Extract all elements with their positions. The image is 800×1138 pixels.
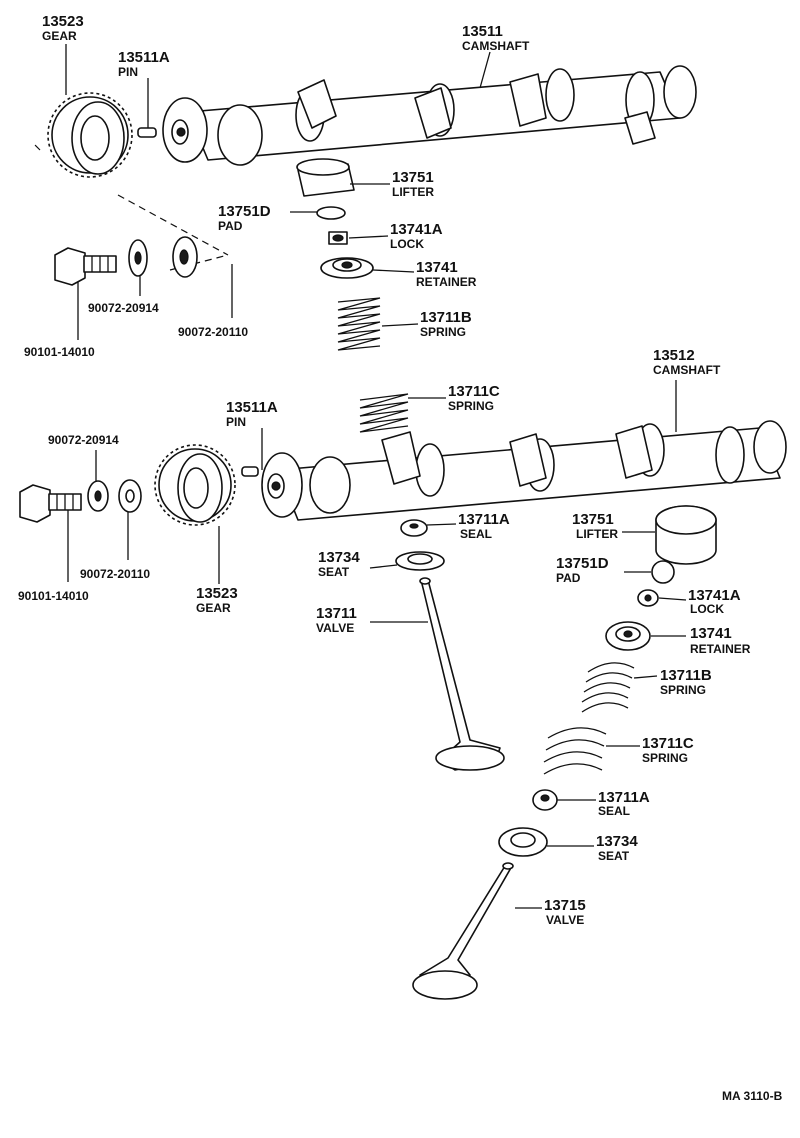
upper-spring-c xyxy=(359,393,409,433)
bolt-top-number: 90101-14010 xyxy=(24,345,95,359)
exhaust-seal xyxy=(532,789,558,811)
upper-lifter xyxy=(296,158,355,197)
upper-washer-thin xyxy=(128,239,148,277)
seal-top-name: SEAL xyxy=(460,527,492,541)
camshaft-bottom-name: CAMSHAFT xyxy=(653,363,721,377)
lower-lock xyxy=(637,589,659,607)
spring-b-bottom-number: 13711B xyxy=(660,667,712,684)
drawing-code: MA 3110-B xyxy=(722,1089,783,1103)
lower-gear xyxy=(154,444,236,526)
lifter-top-number: 13751 xyxy=(392,169,434,186)
spring-c-bottom-name: SPRING xyxy=(642,751,688,765)
washer-a-top-number: 90072-20914 xyxy=(88,301,159,315)
upper-washer-thick xyxy=(172,236,198,278)
intake-seal xyxy=(400,519,428,537)
gear-bottom-number: 13523 xyxy=(196,585,238,602)
gear-bottom-name: GEAR xyxy=(196,601,231,615)
lower-bolt xyxy=(19,484,82,523)
upper-pad xyxy=(316,206,346,220)
exhaust-seat xyxy=(498,827,548,857)
washer-a-bottom-number: 90072-20914 xyxy=(48,433,119,447)
lower-washer-thick xyxy=(118,479,142,513)
upper-spring-b xyxy=(337,297,381,351)
upper-gear xyxy=(47,92,133,178)
spring-b-top-number: 13711B xyxy=(420,309,472,326)
lower-pin xyxy=(241,466,259,477)
camshaft-top-number: 13511 xyxy=(462,23,503,40)
gear-top-number: 13523 xyxy=(42,13,84,30)
lock-bottom-name: LOCK xyxy=(690,602,724,616)
intake-seat xyxy=(395,551,445,571)
valve-intake-name: VALVE xyxy=(316,621,354,635)
pin-bottom-number: 13511A xyxy=(226,399,278,416)
bolt-bottom-number: 90101-14010 xyxy=(18,589,89,603)
lower-washer-thin xyxy=(87,480,109,512)
lifter-bottom-name: LIFTER xyxy=(576,527,618,541)
lock-bottom-number: 13741A xyxy=(688,587,741,604)
lower-spring-b xyxy=(581,662,635,713)
pin-top-number: 13511A xyxy=(118,49,170,66)
seat-top-number: 13734 xyxy=(318,549,360,566)
lower-pad xyxy=(651,560,675,584)
retainer-bottom-number: 13741 xyxy=(690,625,732,642)
lower-retainer xyxy=(605,621,651,651)
upper-bolt xyxy=(54,247,117,286)
lifter-bottom-number: 13751 xyxy=(572,511,614,528)
valve-intake-number: 13711 xyxy=(316,605,357,622)
pin-bottom-name: PIN xyxy=(226,415,246,429)
camshaft-bottom-number: 13512 xyxy=(653,347,695,364)
intake-valve xyxy=(419,577,505,771)
lower-spring-c xyxy=(543,727,607,775)
lifter-top-name: LIFTER xyxy=(392,185,434,199)
spring-c-bottom-number: 13711C xyxy=(642,735,694,752)
callout-labels: 13523 GEAR 13511A PIN 13511 CAMSHAFT 137… xyxy=(18,13,783,1103)
retainer-bottom-name: RETAINER xyxy=(690,642,751,656)
retainer-top-name: RETAINER xyxy=(416,275,477,289)
seal-bottom-name: SEAL xyxy=(598,804,630,818)
gear-top-name: GEAR xyxy=(42,29,77,43)
valve-exhaust-name: VALVE xyxy=(546,913,584,927)
spring-c-top-number: 13711C xyxy=(448,383,500,400)
lock-top-name: LOCK xyxy=(390,237,424,251)
lock-top-number: 13741A xyxy=(390,221,443,238)
pin-top-name: PIN xyxy=(118,65,138,79)
retainer-top-number: 13741 xyxy=(416,259,458,276)
seat-top-name: SEAT xyxy=(318,565,350,579)
spring-c-top-name: SPRING xyxy=(448,399,494,413)
pad-top-name: PAD xyxy=(218,219,243,233)
upper-retainer xyxy=(320,257,374,279)
upper-pin xyxy=(137,127,157,138)
seat-bottom-name: SEAT xyxy=(598,849,630,863)
pad-top-number: 13751D xyxy=(218,203,271,220)
spring-b-bottom-name: SPRING xyxy=(660,683,706,697)
pad-bottom-number: 13751D xyxy=(556,555,609,572)
lower-camshaft xyxy=(261,420,787,521)
washer-b-bottom-number: 90072-20110 xyxy=(80,567,150,581)
washer-b-top-number: 90072-20110 xyxy=(178,325,248,339)
camshaft-top-name: CAMSHAFT xyxy=(462,39,530,53)
leader-lines xyxy=(65,44,687,909)
lower-lifter xyxy=(655,505,717,565)
upper-camshaft xyxy=(162,65,697,166)
seal-top-number: 13711A xyxy=(458,511,510,528)
valve-exhaust-number: 13715 xyxy=(544,897,586,914)
upper-lock xyxy=(328,231,348,245)
pad-bottom-name: PAD xyxy=(556,571,581,585)
spring-b-top-name: SPRING xyxy=(420,325,466,339)
seat-bottom-number: 13734 xyxy=(596,833,638,850)
exhaust-valve xyxy=(412,862,514,1000)
seal-bottom-number: 13711A xyxy=(598,789,650,806)
